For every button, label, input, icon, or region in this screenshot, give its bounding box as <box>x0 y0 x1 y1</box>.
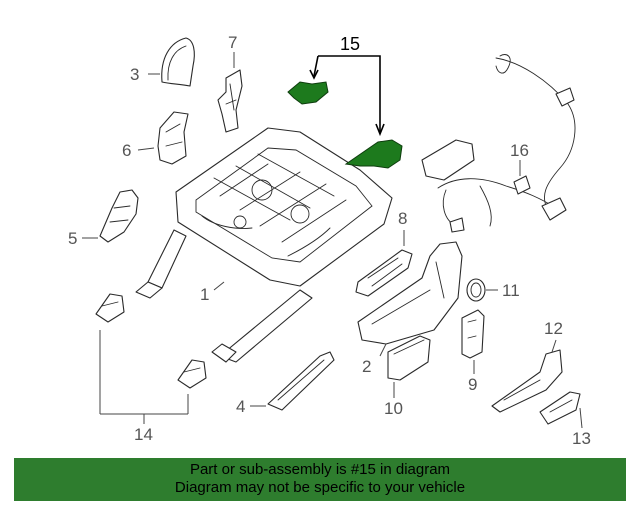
part-10-cover <box>387 335 431 381</box>
part-2-side-shield <box>357 241 463 345</box>
callout-9: 9 <box>468 375 477 394</box>
part-6-bracket <box>157 111 189 165</box>
callout-11: 11 <box>502 281 520 300</box>
callout-14: 14 <box>134 425 153 444</box>
part-8-bracket <box>355 249 413 297</box>
banner-line-2: Diagram may not be specific to your vehi… <box>174 479 466 496</box>
callout-8: 8 <box>398 209 407 228</box>
callout-13: 13 <box>572 429 591 448</box>
part-9-panel <box>461 309 485 359</box>
callout-7: 7 <box>228 33 237 52</box>
callout-15: 15 <box>340 34 360 54</box>
leader-lines <box>82 52 583 429</box>
part-1-seat-frame <box>135 127 393 363</box>
part-16-wiring-harness <box>421 54 576 233</box>
part-11-knob <box>466 278 486 302</box>
callout-10: 10 <box>384 399 403 418</box>
callout-5: 5 <box>68 229 77 248</box>
callout-3: 3 <box>130 65 139 84</box>
part-5-cover <box>99 189 139 243</box>
callout-4: 4 <box>236 397 245 416</box>
callout-1: 1 <box>200 285 209 304</box>
banner-line-1: Part or sub-assembly is #15 in diagram <box>189 461 451 478</box>
part-13-bracket <box>539 391 581 425</box>
part-3-cover <box>161 37 195 87</box>
callout-16: 16 <box>510 141 529 160</box>
callout-6: 6 <box>122 141 131 160</box>
parts-diagram: 1 2 3 4 5 6 7 8 9 10 11 12 13 14 15 16 <box>68 33 591 448</box>
part-12-bracket <box>491 349 563 413</box>
part-7-bracket <box>217 69 243 133</box>
callout-12: 12 <box>544 319 563 338</box>
part-14-clips <box>95 293 207 389</box>
part-15-highlighted <box>287 81 403 169</box>
part-4-rail-cover <box>267 351 335 411</box>
callout-2: 2 <box>362 357 371 376</box>
info-banner: Part or sub-assembly is #15 in diagram D… <box>14 458 626 501</box>
